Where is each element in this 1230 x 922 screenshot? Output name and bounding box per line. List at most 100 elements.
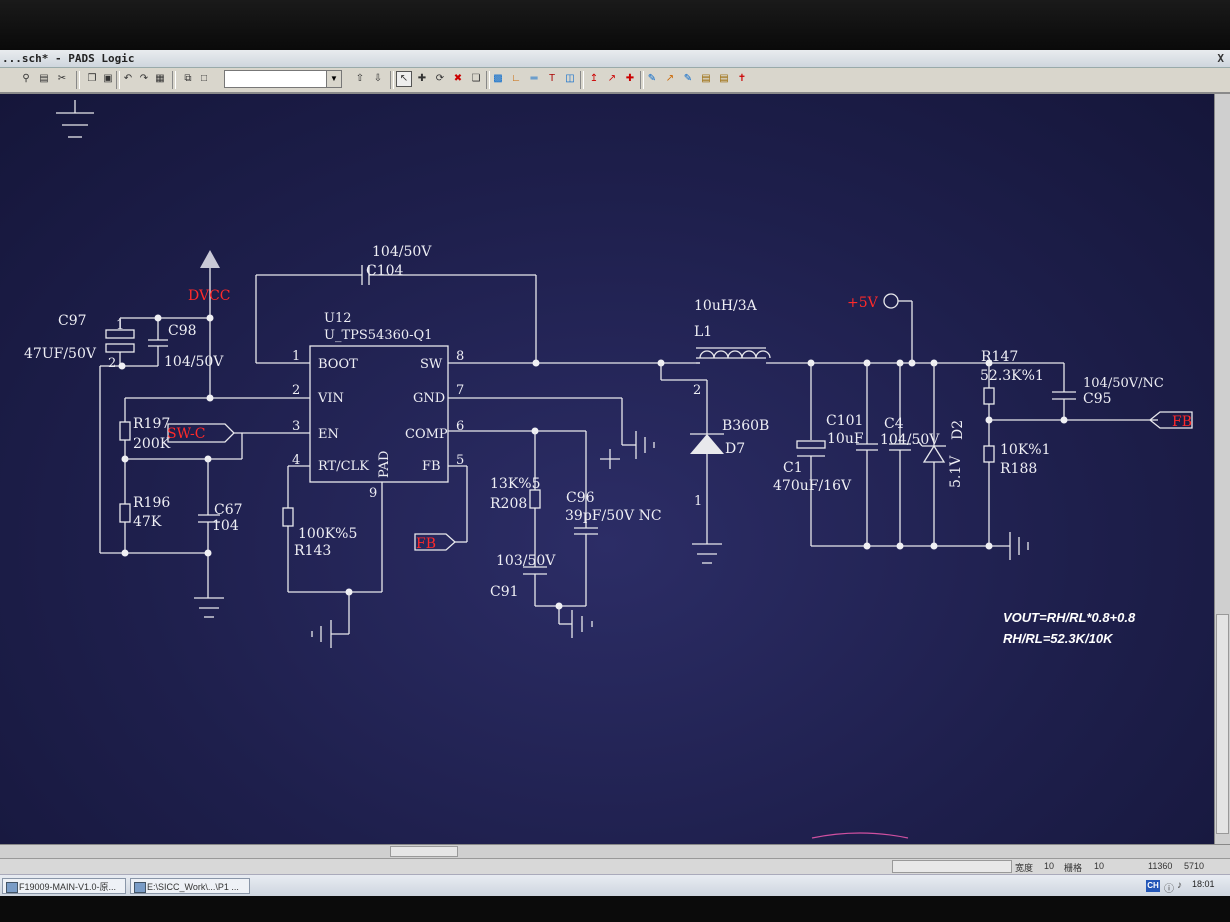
offpage-connector-swc — [167, 423, 235, 443]
layer-select[interactable]: ▼ — [224, 70, 342, 88]
pin-icon[interactable]: ↗ — [665, 73, 675, 84]
fit-icon[interactable]: □ — [200, 73, 208, 84]
copy-icon[interactable]: ❐ — [87, 73, 97, 84]
offpage-label-fb-right: FB — [1172, 414, 1192, 430]
merge-icon[interactable]: ↗ — [607, 73, 617, 84]
power-5v-icon — [883, 293, 899, 309]
split-icon[interactable]: ↥ — [589, 73, 599, 84]
document-icon — [6, 882, 18, 893]
connect-icon[interactable]: ✚ — [625, 73, 635, 84]
c98-value: 104/50V — [164, 354, 224, 370]
toolbar-separator — [486, 71, 490, 89]
pin-num-8: 8 — [456, 349, 464, 364]
status-grid-label: 栅格 — [1064, 863, 1083, 873]
horizontal-scrollbar[interactable] — [0, 844, 1230, 859]
grid-icon[interactable]: ▦ — [155, 73, 165, 84]
d2-ref: D2 — [950, 420, 966, 440]
move-icon[interactable]: ✚ — [417, 73, 427, 84]
pin-num-2: 2 — [292, 383, 300, 398]
label-icon[interactable]: ✎ — [647, 73, 657, 84]
c67-value: 104 — [212, 518, 239, 534]
offpage-connector-fb-left — [414, 533, 456, 551]
vertical-scrollbar[interactable] — [1214, 94, 1230, 844]
status-width-value: 10 — [1044, 861, 1055, 871]
taskbar-item-pdf[interactable]: F19009-MAIN-V1.0-原... — [2, 878, 126, 894]
toolbar-separator — [76, 71, 80, 89]
select-icon[interactable]: ↖ — [396, 71, 412, 87]
help-icon[interactable]: ⓘ — [1164, 884, 1174, 895]
offpage-connector-fb-right — [1148, 411, 1193, 429]
arrow-down-icon[interactable]: ⇩ — [373, 73, 383, 84]
add-bus-icon[interactable]: ═ — [530, 73, 538, 84]
add-wire-icon[interactable]: ∟ — [511, 73, 521, 84]
report-icon[interactable]: ▤ — [719, 73, 729, 84]
zoom-icon[interactable]: ⚲ — [22, 73, 30, 84]
c101-value: 10uF — [827, 431, 864, 447]
rotate-icon[interactable]: ⟳ — [435, 73, 445, 84]
c95-value: 104/50V/NC — [1083, 376, 1164, 391]
c91-value: 103/50V — [496, 553, 556, 569]
formula-line-2: RH/RL=52.3K/10K — [1003, 631, 1114, 646]
vertical-scrollbar-thumb[interactable] — [1216, 614, 1229, 834]
ic-ref: U12 — [324, 311, 352, 326]
monitor-bezel-top — [0, 0, 1230, 50]
d7-part: B360B — [722, 418, 769, 434]
redo-icon[interactable]: ↷ — [139, 73, 149, 84]
c101-ref: C101 — [826, 413, 863, 429]
capacitor-c97-plate — [105, 329, 135, 339]
r197-ref: R197 — [133, 416, 170, 432]
c97-pin2: 2 — [108, 356, 116, 371]
taskbar-item-label: F19009-MAIN-V1.0-原... — [19, 882, 117, 892]
pin-num-3: 3 — [292, 419, 300, 434]
toolbar-separator — [640, 71, 644, 89]
l1-ref: L1 — [694, 324, 712, 340]
cut-icon[interactable]: ✂ — [57, 73, 67, 84]
chevron-down-icon[interactable]: ▼ — [326, 71, 341, 87]
window-titlebar[interactable]: ...sch* - PADS Logic X — [0, 50, 1230, 68]
close-button[interactable]: X — [1217, 52, 1224, 65]
toolbar-separator — [172, 71, 176, 89]
status-bar: 宽度 10 栅格 10 11360 5710 — [0, 858, 1230, 875]
capacitor-c1-plate — [796, 440, 826, 449]
horizontal-scrollbar-thumb[interactable] — [390, 846, 458, 857]
diode-d7-icon — [690, 434, 724, 454]
resistor-r208 — [529, 489, 541, 509]
add-part-icon[interactable]: ▩ — [493, 73, 503, 84]
ground-symbol-top — [56, 100, 94, 138]
help-icon[interactable]: ✝ — [737, 73, 747, 84]
library-icon[interactable]: ▤ — [701, 73, 711, 84]
add-text-icon[interactable]: T — [548, 73, 556, 84]
attribute-icon[interactable]: ✎ — [683, 73, 693, 84]
arrow-up-icon[interactable]: ⇧ — [355, 73, 365, 84]
net-label-dvcc: DVCC — [188, 288, 231, 304]
pin-name-sw: SW — [420, 357, 443, 372]
schematic-drawing: DVCC 1 2 C97 47UF/50V C98 104/50V R197 2… — [24, 100, 1193, 839]
pin-name-gnd: GND — [413, 391, 445, 406]
undo-icon[interactable]: ↶ — [123, 73, 133, 84]
ime-indicator[interactable]: CH — [1146, 880, 1160, 892]
inductor-l1 — [696, 350, 771, 364]
volume-icon[interactable]: ♪ — [1177, 880, 1182, 891]
add-field-icon[interactable]: ◫ — [565, 73, 575, 84]
capacitor-c97-plate — [105, 343, 135, 353]
d7-ref: D7 — [725, 441, 745, 457]
paste-icon[interactable]: ▣ — [103, 73, 113, 84]
status-coord-x: 11360 — [1148, 861, 1173, 871]
clock[interactable]: 18:01 — [1192, 879, 1215, 889]
c4-value: 104/50V — [880, 432, 940, 448]
print-icon[interactable]: ▤ — [39, 73, 49, 84]
c91-ref: C91 — [490, 584, 519, 600]
r196-ref: R196 — [133, 495, 170, 511]
status-grid-value: 10 — [1094, 861, 1105, 871]
net-label-5v: +5V — [847, 295, 879, 311]
c96-ref: C96 — [566, 490, 595, 506]
resistor-r196 — [119, 503, 131, 523]
pin-num-4: 4 — [292, 453, 300, 468]
delete-icon[interactable]: ✖ — [453, 73, 463, 84]
copy-part-icon[interactable]: ❏ — [471, 73, 481, 84]
schematic-canvas[interactable]: DVCC 1 2 C97 47UF/50V C98 104/50V R197 2… — [0, 94, 1214, 844]
taskbar-item-explorer[interactable]: E:\SICC_Work\...\P1 ... — [130, 878, 250, 894]
window-icon[interactable]: ⧉ — [184, 73, 192, 84]
dvcc-power-arrow-icon — [200, 250, 220, 268]
c104-ref: C104 — [366, 263, 404, 279]
